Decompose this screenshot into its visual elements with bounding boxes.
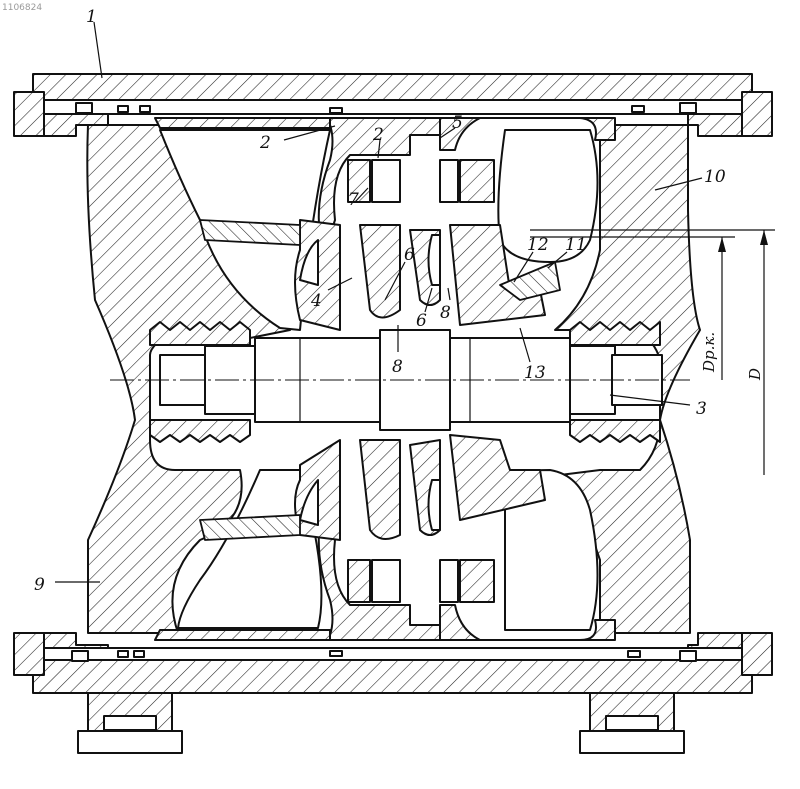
mounting-feet — [78, 693, 684, 753]
drawing-code: 1106824 — [2, 3, 42, 13]
callout-8-lower: 8 — [392, 357, 403, 377]
callout-11: 11 — [565, 235, 587, 255]
dimension-label-outer: D — [746, 368, 764, 381]
callout-6-lower: 6 — [416, 311, 427, 331]
callout-5: 5 — [452, 113, 463, 133]
callout-2-left: 2 — [259, 133, 271, 153]
callout-10: 10 — [704, 167, 726, 187]
callout-8-upper: 8 — [440, 303, 451, 323]
callout-6-upper: 6 — [404, 245, 415, 265]
dimension-label-inner: Dр.к. — [700, 332, 718, 373]
callout-7: 7 — [348, 190, 359, 210]
callout-3: 3 — [696, 399, 707, 419]
callout-4: 4 — [310, 291, 322, 311]
bottom-cover-plate — [14, 633, 772, 693]
callout-9: 9 — [34, 575, 45, 595]
callout-12: 12 — [527, 235, 549, 255]
callout-1: 1 — [86, 7, 97, 27]
callout-2-right: 2 — [372, 125, 384, 145]
callout-13: 13 — [524, 363, 546, 383]
